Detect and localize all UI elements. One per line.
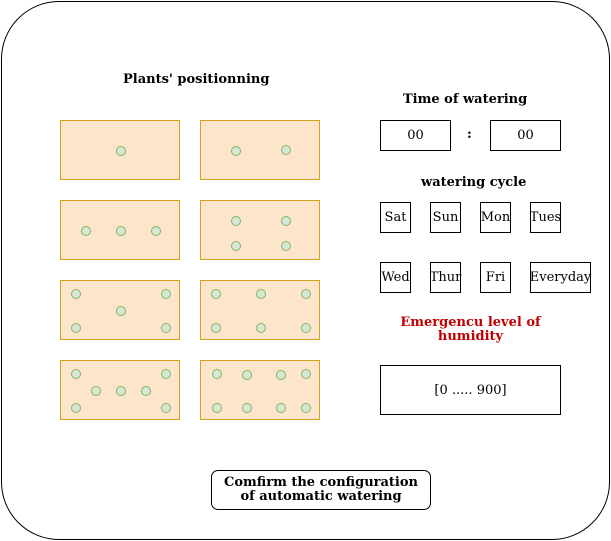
plant-dot bbox=[212, 403, 222, 413]
day-button-thur[interactable]: Thur bbox=[430, 262, 461, 293]
plant-dot bbox=[231, 241, 241, 251]
day-button-everyday[interactable]: Everyday bbox=[530, 262, 591, 293]
watering-time-title: Time of watering bbox=[403, 92, 528, 107]
plant-layout-1[interactable] bbox=[60, 120, 180, 180]
plant-dot bbox=[116, 386, 126, 396]
day-button-sun[interactable]: Sun bbox=[430, 202, 461, 233]
plant-dot bbox=[301, 323, 311, 333]
confirm-button[interactable]: Comfirm the configuration of automatic w… bbox=[211, 470, 431, 510]
plant-dot bbox=[281, 241, 291, 251]
plant-dot bbox=[116, 226, 126, 236]
plant-dot bbox=[81, 226, 91, 236]
plant-dot bbox=[256, 289, 266, 299]
plant-dot bbox=[231, 146, 241, 156]
plant-dot bbox=[301, 289, 311, 299]
plant-dot bbox=[161, 323, 171, 333]
plants-positioning-title: Plants' positionning bbox=[123, 72, 270, 87]
plant-layout-7[interactable] bbox=[60, 360, 180, 420]
plant-dot bbox=[161, 369, 171, 379]
humidity-range-input[interactable]: [0 ..... 900] bbox=[380, 365, 561, 415]
plant-dot bbox=[151, 226, 161, 236]
plant-layout-6[interactable] bbox=[200, 280, 320, 340]
plant-dot bbox=[116, 146, 126, 156]
day-button-fri[interactable]: Fri bbox=[480, 262, 511, 293]
plant-dot bbox=[301, 403, 311, 413]
plant-layout-2[interactable] bbox=[200, 120, 320, 180]
day-button-sat[interactable]: Sat bbox=[380, 202, 411, 233]
day-button-mon[interactable]: Mon bbox=[480, 202, 511, 233]
humidity-level-title: Emergencu level of humidity bbox=[400, 315, 541, 344]
day-button-wed[interactable]: Wed bbox=[380, 262, 411, 293]
watering-cycle-title: watering cycle bbox=[421, 175, 527, 190]
plant-dot bbox=[91, 386, 101, 396]
minutes-input[interactable]: 00 bbox=[490, 120, 561, 151]
plant-dot bbox=[281, 216, 291, 226]
plant-dot bbox=[116, 306, 126, 316]
plant-layout-8[interactable] bbox=[200, 360, 320, 420]
plant-dot bbox=[276, 370, 286, 380]
day-button-tues[interactable]: Tues bbox=[530, 202, 561, 233]
plant-dot bbox=[281, 145, 291, 155]
time-separator: : bbox=[467, 127, 472, 142]
plant-dot bbox=[242, 403, 252, 413]
plant-dot bbox=[161, 289, 171, 299]
plant-dot bbox=[212, 369, 222, 379]
hours-input[interactable]: 00 bbox=[380, 120, 451, 151]
plant-dot bbox=[141, 386, 151, 396]
plant-layout-3[interactable] bbox=[60, 200, 180, 260]
plant-dot bbox=[301, 369, 311, 379]
plant-dot bbox=[231, 216, 241, 226]
plant-layout-5[interactable] bbox=[60, 280, 180, 340]
plant-dot bbox=[211, 289, 221, 299]
plant-dot bbox=[242, 370, 252, 380]
plant-dot bbox=[71, 403, 81, 413]
plant-dot bbox=[71, 289, 81, 299]
plant-dot bbox=[71, 323, 81, 333]
plant-dot bbox=[256, 323, 266, 333]
plant-dot bbox=[161, 403, 171, 413]
plant-dot bbox=[71, 369, 81, 379]
plant-dot bbox=[276, 403, 286, 413]
plant-dot bbox=[211, 323, 221, 333]
plant-layout-4[interactable] bbox=[200, 200, 320, 260]
